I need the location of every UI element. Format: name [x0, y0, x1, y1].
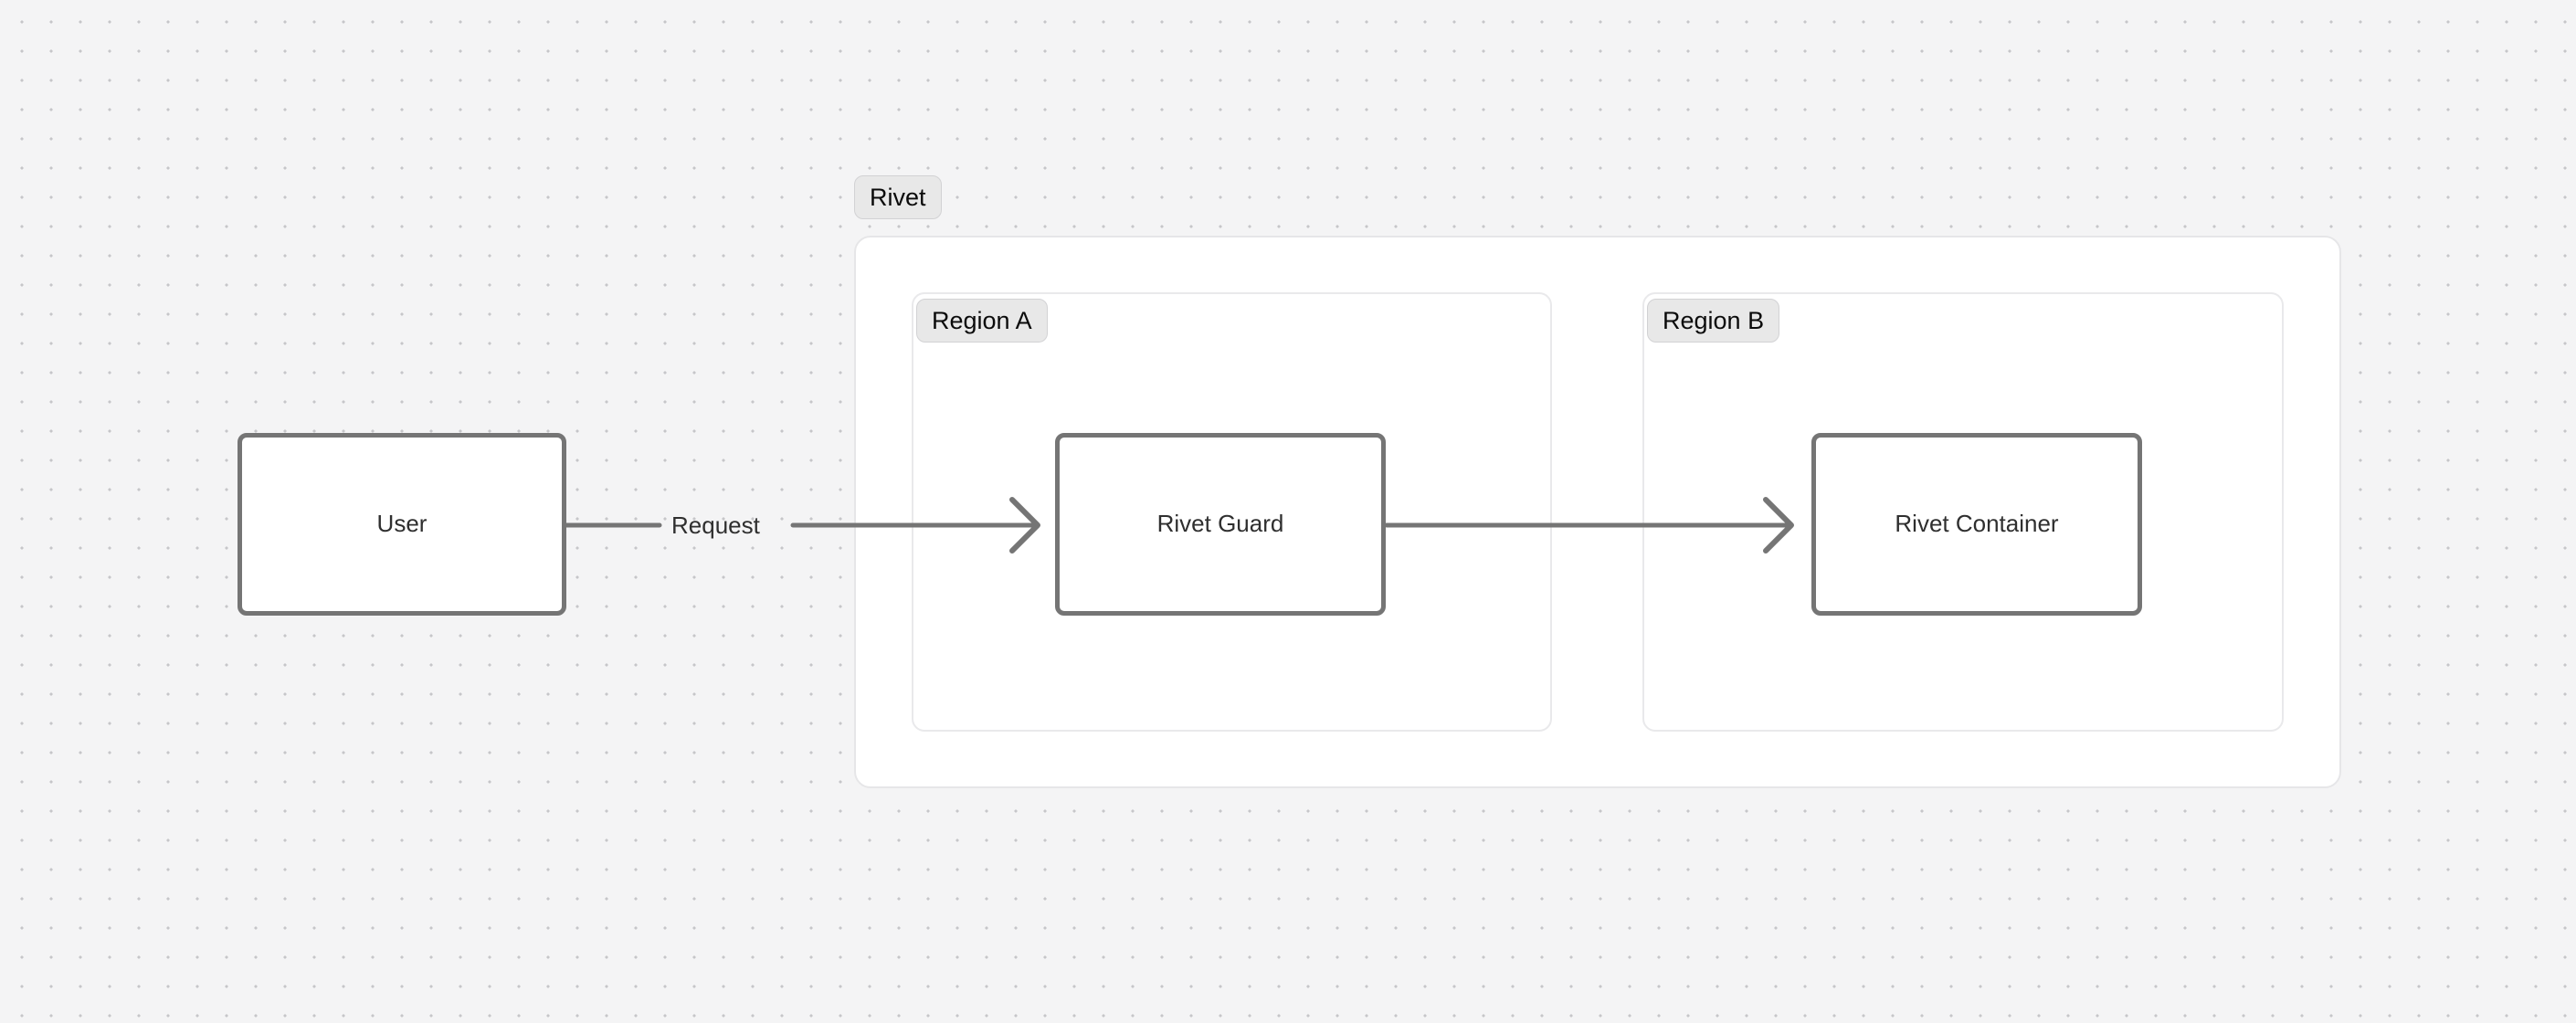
node-label-rivet-container: Rivet Container — [1895, 510, 2059, 538]
node-rivet-container[interactable]: Rivet Container — [1811, 433, 2142, 616]
node-user[interactable]: User — [238, 433, 566, 616]
edge-label-request: Request — [671, 512, 760, 539]
group-label-region-a[interactable]: Region A — [916, 299, 1048, 343]
group-label-region-b[interactable]: Region B — [1647, 299, 1780, 343]
group-label-rivet[interactable]: Rivet — [854, 175, 942, 219]
node-label-user: User — [376, 510, 428, 538]
node-label-rivet-guard: Rivet Guard — [1156, 510, 1284, 538]
node-rivet-guard[interactable]: Rivet Guard — [1055, 433, 1386, 616]
